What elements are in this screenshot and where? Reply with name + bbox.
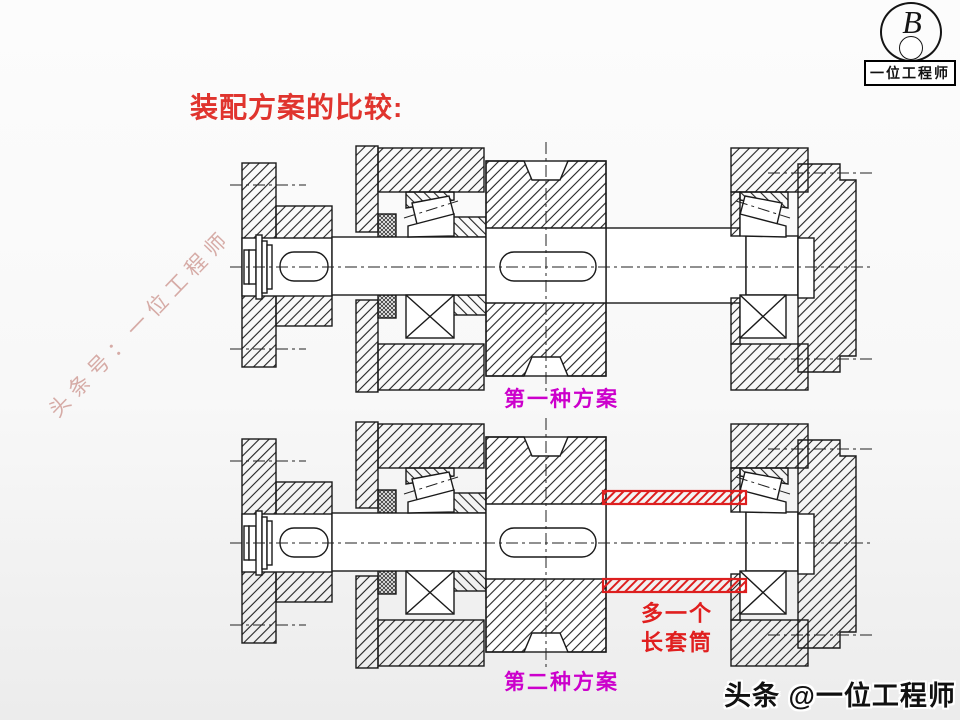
long-sleeve-highlight xyxy=(601,489,748,594)
caption-first-scheme: 第一种方案 xyxy=(504,388,619,411)
caption-second-scheme: 第二种方案 xyxy=(504,671,619,694)
annotation-line-1: 多一个 xyxy=(641,601,714,626)
logo-small-circle-icon xyxy=(899,36,923,60)
annotation-line-2: 长套筒 xyxy=(641,629,714,655)
annotation-long-sleeve: 多一个 长套筒 xyxy=(641,600,713,657)
page-title: 装配方案的比较: xyxy=(190,92,404,123)
assembly-drawing-first-scheme xyxy=(229,141,875,395)
assembly-drawing-second-scheme xyxy=(229,417,875,671)
logo-monogram: B xyxy=(902,4,922,40)
brand-logo: B 一位工程师 xyxy=(862,2,958,88)
footer-watermark: 头条 @一位工程师 xyxy=(724,681,956,711)
logo-caption: 一位工程师 xyxy=(864,60,956,86)
